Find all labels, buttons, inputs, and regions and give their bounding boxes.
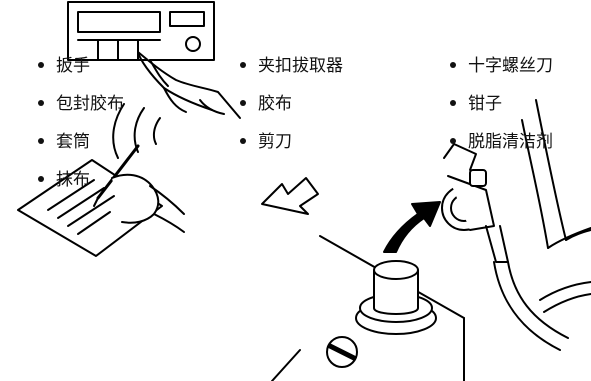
tool-item: 钳子: [446, 85, 553, 123]
pressing-hand: [137, 51, 241, 119]
radio-unit: [67, 1, 215, 61]
tool-item: 扳手: [34, 47, 124, 85]
bullet-icon: [38, 62, 44, 68]
tool-list-column-3: 十字螺丝刀 钳子 脱脂清洁剂: [446, 47, 553, 161]
tool-item: 脱脂清洁剂: [446, 123, 553, 161]
tool-list-column-1: 扳手 包封胶布 套筒 抹布: [34, 47, 124, 199]
direction-arrow: [261, 177, 319, 215]
tool-label: 抹布: [56, 170, 90, 190]
bullet-icon: [450, 138, 456, 144]
tool-label: 钳子: [468, 94, 502, 114]
tool-label: 包封胶布: [56, 94, 124, 114]
tool-item: 剪刀: [236, 123, 343, 161]
terminal-clamp: [441, 143, 569, 351]
tool-item: 胶布: [236, 85, 343, 123]
tool-item: 抹布: [34, 161, 124, 199]
lift-arrow: [383, 201, 441, 253]
bullet-icon: [38, 138, 44, 144]
cables: [521, 99, 591, 313]
bullet-icon: [240, 62, 246, 68]
bullet-icon: [38, 100, 44, 106]
tool-label: 脱脂清洁剂: [468, 132, 553, 152]
tool-label: 扳手: [56, 56, 90, 76]
bullet-icon: [450, 100, 456, 106]
tool-item: 套筒: [34, 123, 124, 161]
tool-item: 夹扣拔取器: [236, 47, 343, 85]
tool-label: 剪刀: [258, 132, 292, 152]
tool-item: 包封胶布: [34, 85, 124, 123]
bullet-icon: [240, 138, 246, 144]
bullet-icon: [450, 62, 456, 68]
tool-label: 套筒: [56, 132, 90, 152]
tool-label: 胶布: [258, 94, 292, 114]
battery-and-terminal: [271, 235, 465, 381]
tool-list-column-2: 夹扣拔取器 胶布 剪刀: [236, 47, 343, 161]
bullet-icon: [240, 100, 246, 106]
tool-label: 十字螺丝刀: [468, 56, 553, 76]
writing-hand: [93, 144, 185, 233]
bullet-icon: [38, 176, 44, 182]
tool-label: 夹扣拔取器: [258, 56, 343, 76]
tool-item: 十字螺丝刀: [446, 47, 553, 85]
